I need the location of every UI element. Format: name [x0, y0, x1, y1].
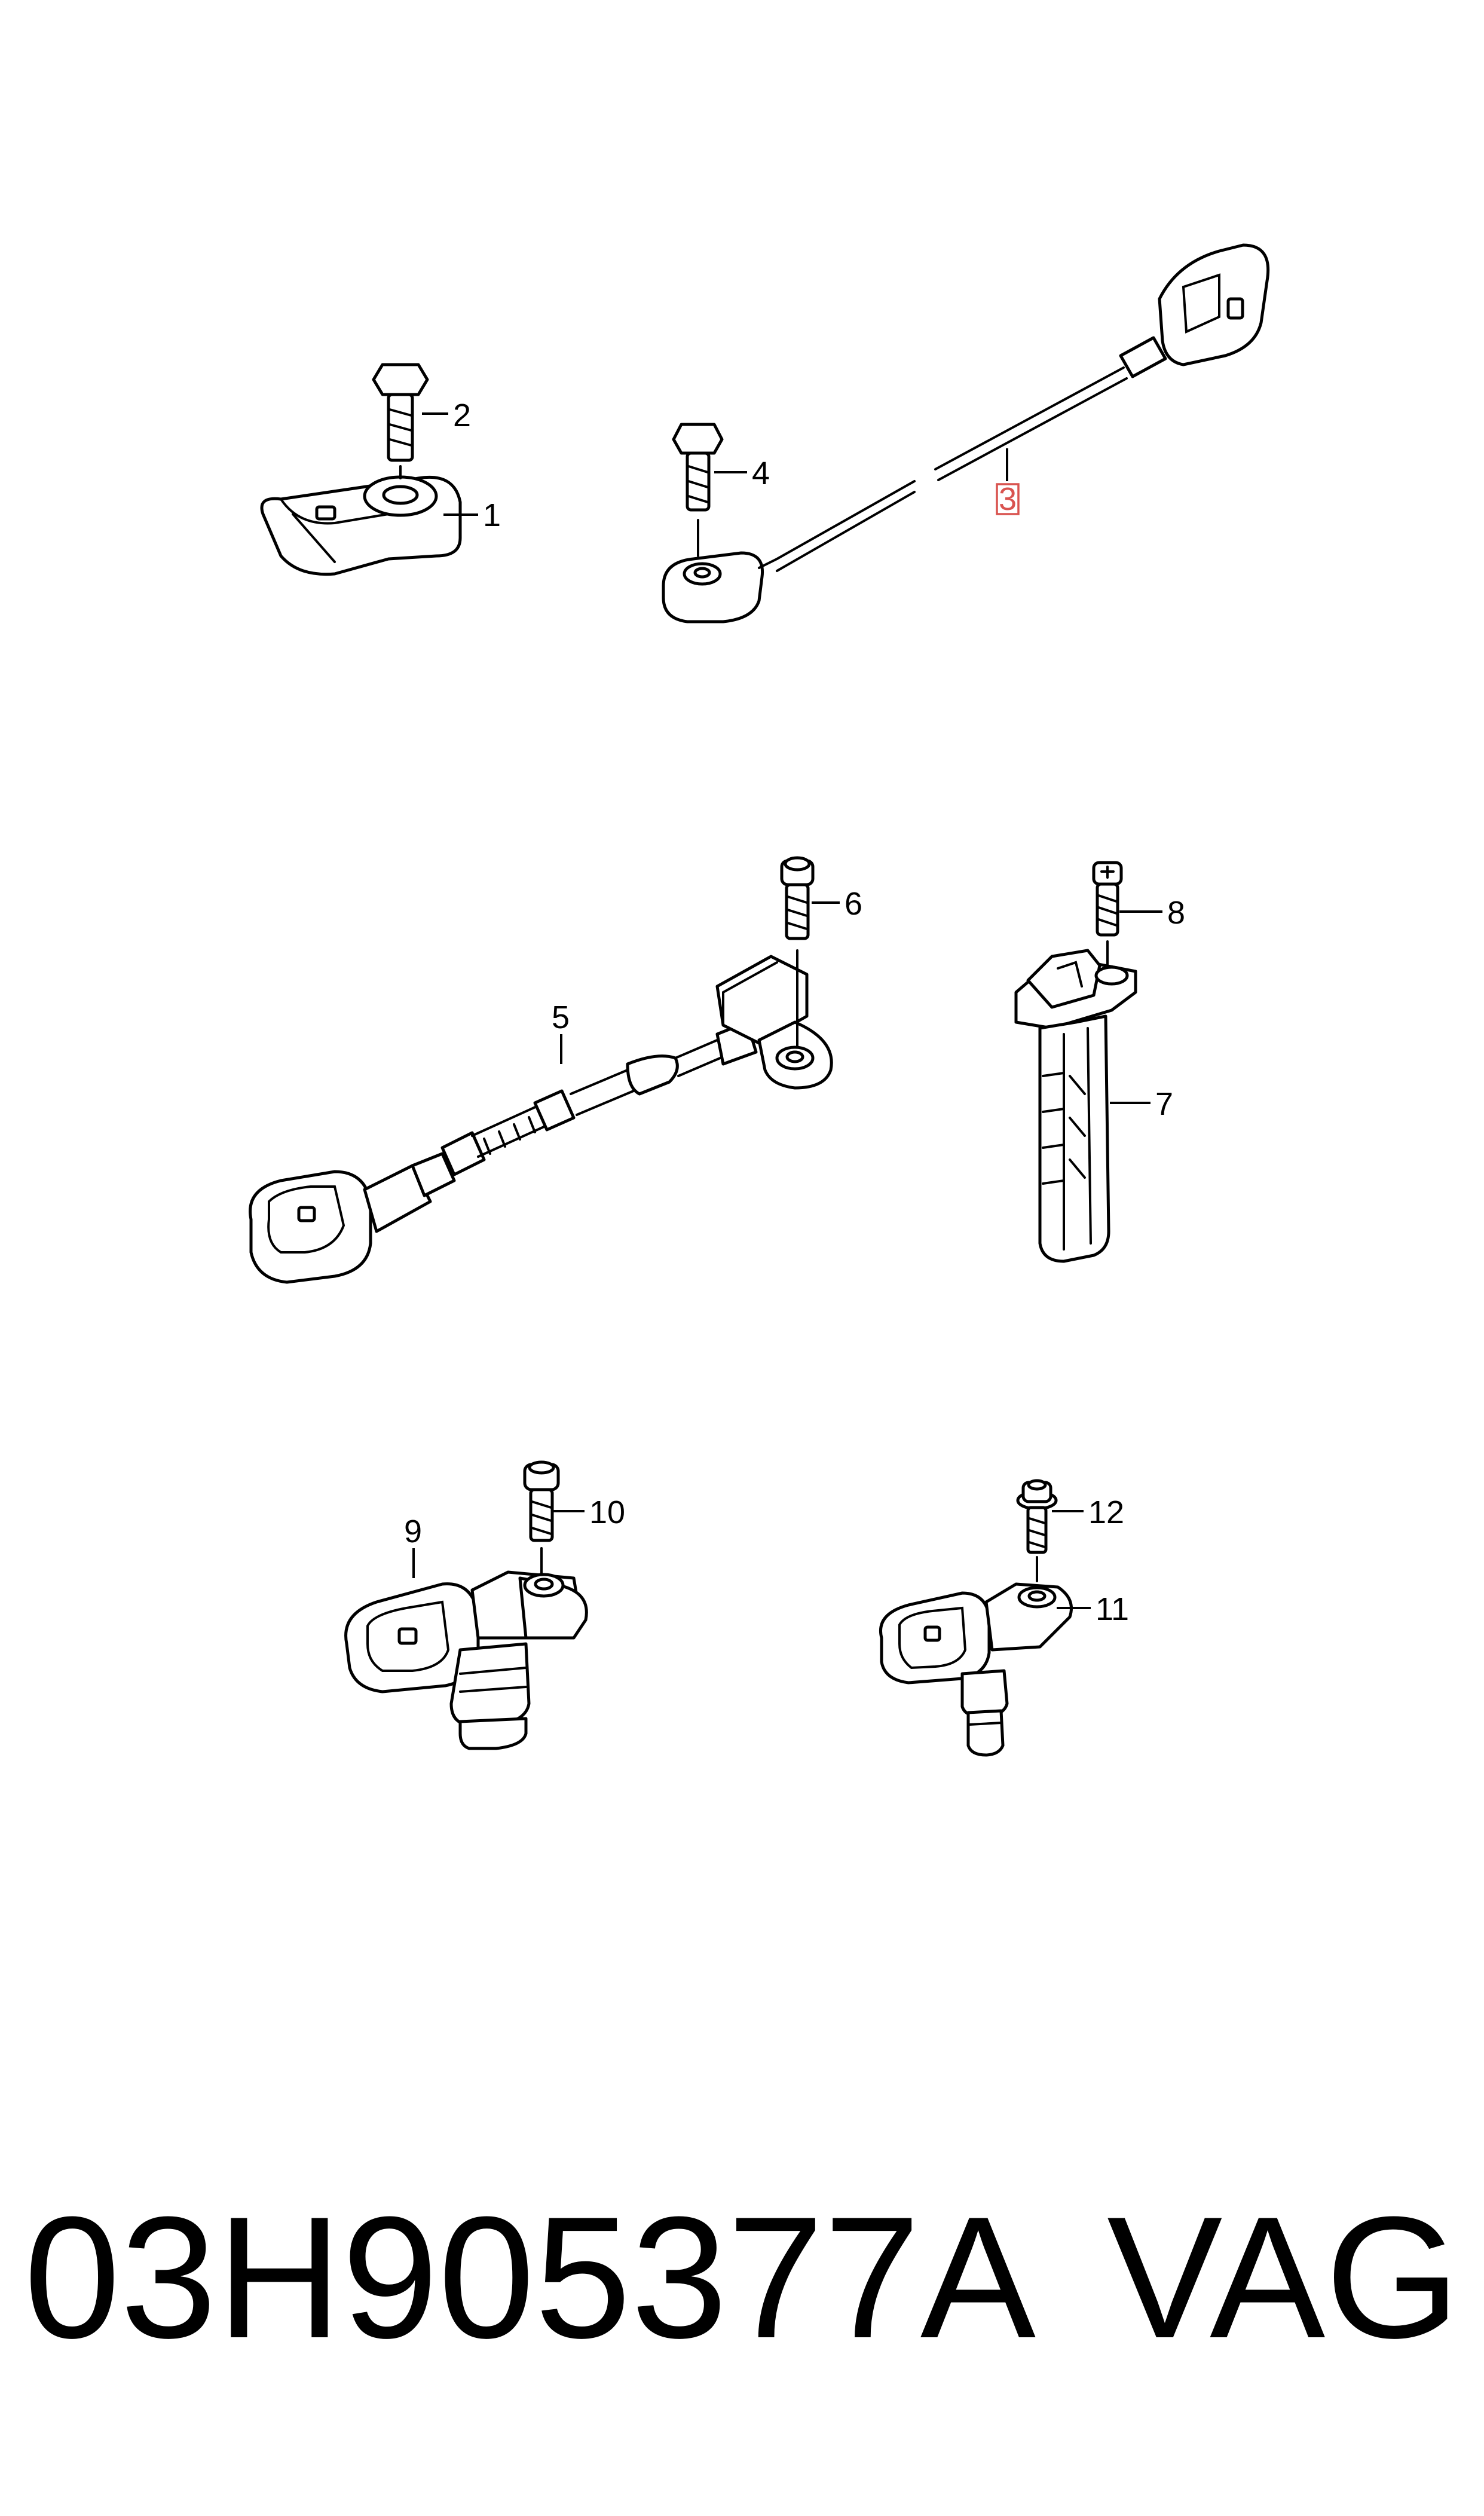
part-6-bolt	[780, 856, 815, 1047]
part-number: 03H905377A	[24, 2181, 1036, 2374]
callout-3[interactable]: 3	[999, 481, 1017, 517]
callout-8: 8	[1167, 895, 1185, 931]
leader-lines	[412, 412, 1162, 1609]
part-8-bolt	[1092, 861, 1123, 967]
part-11-sensor	[879, 1582, 1073, 1757]
callout-11: 11	[1096, 1591, 1129, 1627]
callout-5: 5	[552, 999, 570, 1035]
part-1-knock-sensor	[260, 475, 462, 576]
part-12-bolt	[1016, 1479, 1058, 1582]
callout-6: 6	[844, 886, 862, 922]
callout-12: 12	[1088, 1494, 1124, 1530]
part-7-hall-sensor	[1014, 949, 1137, 1263]
exploded-parts-diagram: 1 2 3 4 5 6 7 8 9 10 11 12	[249, 243, 1270, 1757]
part-3-knock-sensor-cable	[662, 243, 1270, 623]
callout-9: 9	[404, 1514, 422, 1549]
part-10-bolt	[523, 1460, 560, 1575]
part-5-speed-sensor-cable	[249, 955, 833, 1284]
callout-4: 4	[752, 455, 770, 491]
brand-name: VAG	[1107, 2181, 1460, 2374]
footer: 03H905377A VAG	[24, 2188, 1460, 2367]
part-4-bolt	[672, 423, 724, 557]
part-9-camshaft-sensor	[344, 1570, 588, 1750]
callout-1: 1	[483, 497, 501, 533]
part-2-bolt	[372, 363, 429, 479]
callout-2: 2	[453, 398, 471, 433]
callout-7: 7	[1155, 1086, 1173, 1122]
callout-3-highlight-box	[996, 483, 1020, 515]
callout-labels: 1 2 3 4 5 6 7 8 9 10 11 12	[404, 398, 1185, 1627]
callout-10: 10	[589, 1494, 625, 1530]
